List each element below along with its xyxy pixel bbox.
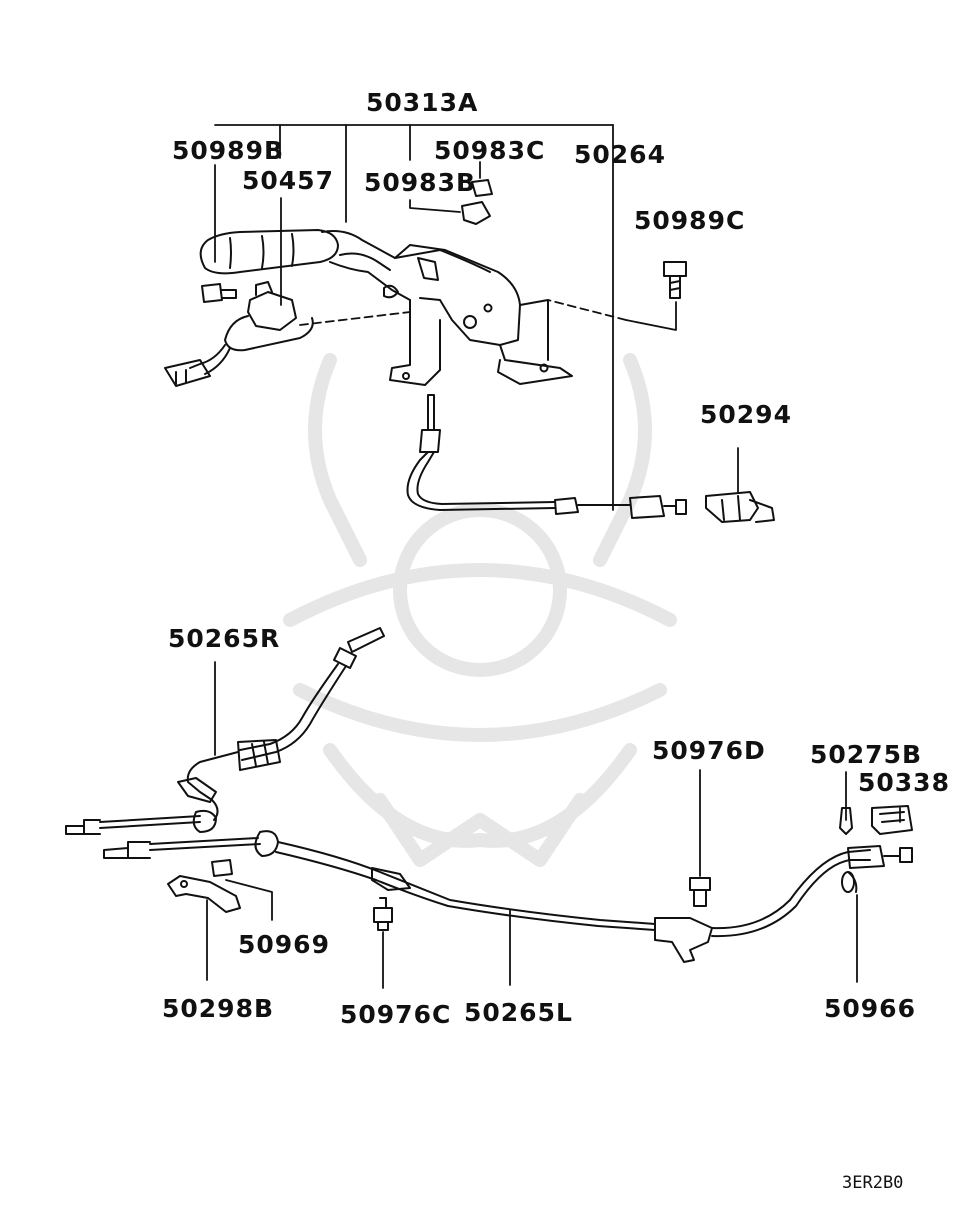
- part-label-50265R: 50265R: [168, 624, 281, 653]
- part-label-50983C: 50983C: [434, 136, 546, 165]
- connector-50294: [705, 491, 775, 523]
- nut-50969: [211, 859, 233, 877]
- diagram-code: 3ER2B0: [842, 1173, 904, 1193]
- parking-brake-lever: [199, 229, 573, 386]
- part-label-50976C: 50976C: [340, 1000, 452, 1029]
- part-label-50265L: 50265L: [464, 998, 573, 1027]
- leader-lines-lower: [206, 661, 901, 989]
- part-label-50338: 50338: [858, 768, 950, 797]
- leader-lines-upper: [214, 124, 739, 511]
- part-label-50966: 50966: [824, 994, 916, 1023]
- part-label-50298B: 50298B: [162, 994, 275, 1023]
- bolt-50989B: [201, 283, 237, 303]
- cable-50265R: [65, 627, 385, 835]
- clip-50275B: [839, 807, 853, 835]
- nut-50983C: [471, 179, 493, 197]
- washer-50966: [841, 871, 858, 893]
- bolt-50989C: [663, 261, 687, 299]
- bolt-50976C: [373, 897, 393, 931]
- part-label-50313A: 50313A: [366, 88, 479, 117]
- part-label-50969: 50969: [238, 930, 330, 959]
- cable-50265L: [103, 830, 913, 963]
- nut-50983B: [461, 201, 491, 225]
- part-label-50989B: 50989B: [172, 136, 285, 165]
- watermark-logo: [283, 353, 677, 867]
- part-label-50275B: 50275B: [810, 740, 923, 769]
- part-label-50264: 50264: [574, 140, 666, 169]
- part-label-50457: 50457: [242, 166, 334, 195]
- part-label-50976D: 50976D: [652, 736, 766, 765]
- bolt-50976D: [689, 877, 711, 907]
- part-label-50983B: 50983B: [364, 168, 477, 197]
- cable-50264: [406, 394, 687, 519]
- part-label-50294: 50294: [700, 400, 792, 429]
- part-label-50989C: 50989C: [634, 206, 746, 235]
- bracket-50298B: [167, 875, 241, 913]
- switch-50457: [164, 281, 314, 387]
- spring-clip-50338: [871, 805, 913, 835]
